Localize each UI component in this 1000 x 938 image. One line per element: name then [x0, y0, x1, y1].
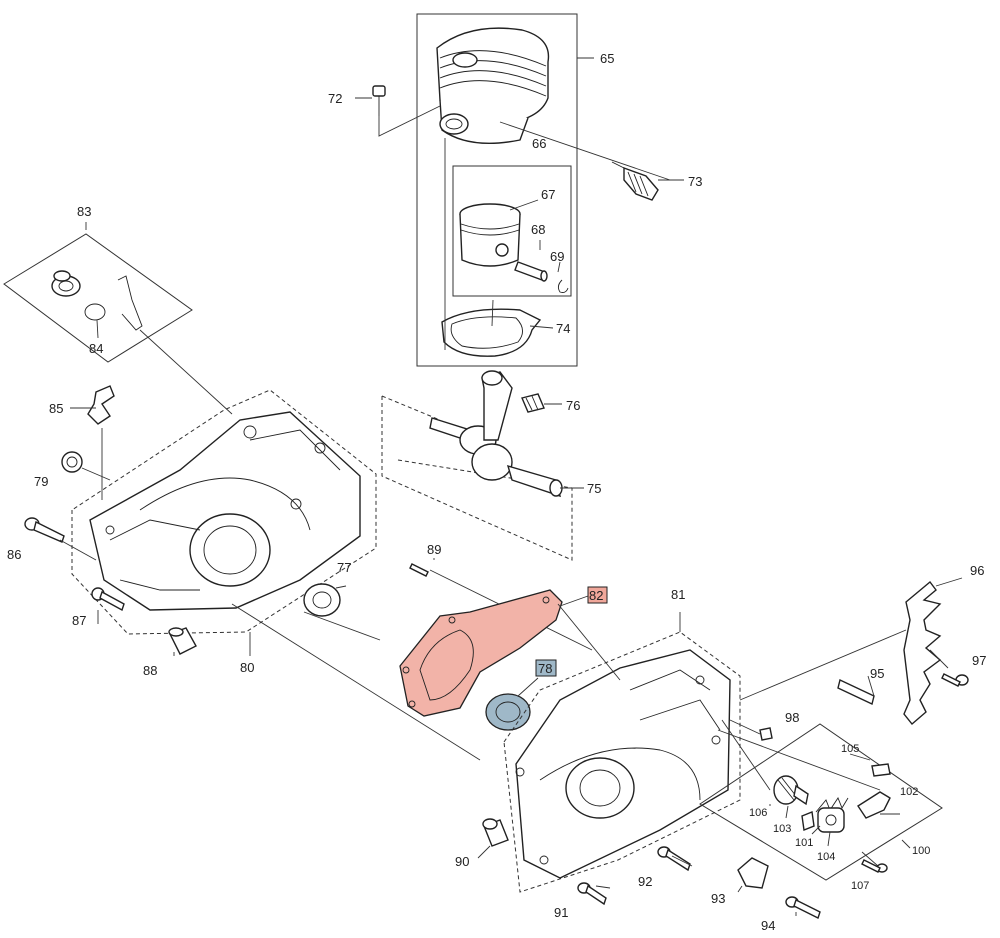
bolt-97: [941, 673, 969, 687]
seal-79: [61, 451, 83, 473]
bumper-spike-96: [903, 580, 942, 726]
callout-67: 67: [541, 187, 555, 202]
callout-65: 65: [600, 51, 614, 66]
sleeve-90: [477, 818, 509, 859]
worm-shaft: [801, 811, 815, 831]
callout-101: 101: [795, 837, 813, 849]
fuel-pickup-group: [3, 222, 233, 415]
callout-77: 77: [337, 560, 351, 575]
cylinder-box: [416, 13, 578, 367]
sleeve-88: [168, 627, 197, 655]
callout-87: 87: [72, 613, 86, 628]
callout-98: 98: [785, 710, 799, 725]
bearing-outer: [485, 693, 531, 731]
stud-95: [837, 679, 875, 705]
callout-100: 100: [912, 845, 930, 857]
bolt-87: [91, 587, 125, 612]
clip-85: [87, 385, 115, 425]
callout-89: 89: [427, 542, 441, 557]
bolt-94: [785, 896, 821, 919]
bearing-78: [485, 677, 539, 731]
callout-105: 105: [841, 743, 859, 755]
callout-107: 107: [851, 880, 869, 892]
callout-90: 90: [455, 854, 469, 869]
callout-102: 102: [900, 786, 918, 798]
cap-93: [737, 857, 769, 889]
callout-95: 95: [870, 666, 884, 681]
crankcase-right-81: [503, 603, 741, 893]
callout-73: 73: [688, 174, 702, 189]
bolt-107: [861, 859, 888, 873]
circlip-69: [557, 279, 569, 293]
callout-72: 72: [328, 91, 342, 106]
callout-104: 104: [817, 851, 835, 863]
seal-105: [871, 763, 891, 777]
callout-78: 78: [538, 661, 552, 676]
spring-101: [815, 797, 849, 813]
spark-plug-73: [611, 161, 659, 201]
gear-103: [773, 775, 809, 806]
callout-86: 86: [7, 547, 21, 562]
bolt-91: [577, 882, 607, 906]
dowel-pin-89: [409, 563, 429, 577]
callout-91: 91: [554, 905, 568, 920]
callout-92: 92: [638, 874, 652, 889]
callout-74: 74: [556, 321, 570, 336]
callout-78-box: 78: [535, 659, 557, 677]
piston-box: [452, 165, 572, 297]
crankshaft-75: [429, 370, 563, 498]
callout-88: 88: [143, 663, 157, 678]
callout-82-box: 82: [587, 586, 608, 604]
o-ring-84: [84, 303, 106, 321]
oil-pump-group: [699, 723, 943, 881]
callout-84: 84: [89, 341, 103, 356]
crankshaft-group: [381, 370, 584, 561]
callout-94: 94: [761, 918, 775, 933]
callout-75: 75: [587, 481, 601, 496]
piston-pin-68: [514, 261, 548, 282]
callout-83: 83: [77, 204, 91, 219]
crankcase-left-80: [71, 389, 377, 635]
cylinder-part-65: [436, 27, 550, 144]
bolt-92: [657, 846, 691, 872]
callout-76: 76: [566, 398, 580, 413]
needle-bearing-76: [521, 393, 545, 413]
cylinder-group: [355, 13, 684, 367]
callout-69: 69: [550, 249, 564, 264]
cylinder-gasket-74: [441, 308, 542, 357]
nut-98: [759, 727, 773, 741]
callout-81: 81: [671, 587, 685, 602]
callout-106: 106: [749, 807, 767, 819]
callout-66: 66: [532, 136, 546, 151]
gasket-shape: [399, 589, 563, 717]
fuel-hook-84: [117, 275, 143, 331]
callout-82: 82: [589, 588, 603, 603]
bearing-77: [303, 583, 341, 617]
bolt-86: [24, 517, 65, 543]
callout-68: 68: [531, 222, 545, 237]
adjust-screw-102: [857, 791, 891, 819]
piston-part-67: [459, 203, 521, 267]
fuel-filter-83: [51, 270, 81, 297]
callout-85: 85: [49, 401, 63, 416]
callout-79: 79: [34, 474, 48, 489]
callout-96: 96: [970, 563, 984, 578]
callout-80: 80: [240, 660, 254, 675]
callout-103: 103: [773, 823, 791, 835]
callout-93: 93: [711, 891, 725, 906]
callout-97: 97: [972, 653, 986, 668]
bolt-72: [372, 85, 386, 116]
crankcase-gasket-82: [399, 589, 589, 717]
pump-plate-104: [817, 807, 845, 833]
